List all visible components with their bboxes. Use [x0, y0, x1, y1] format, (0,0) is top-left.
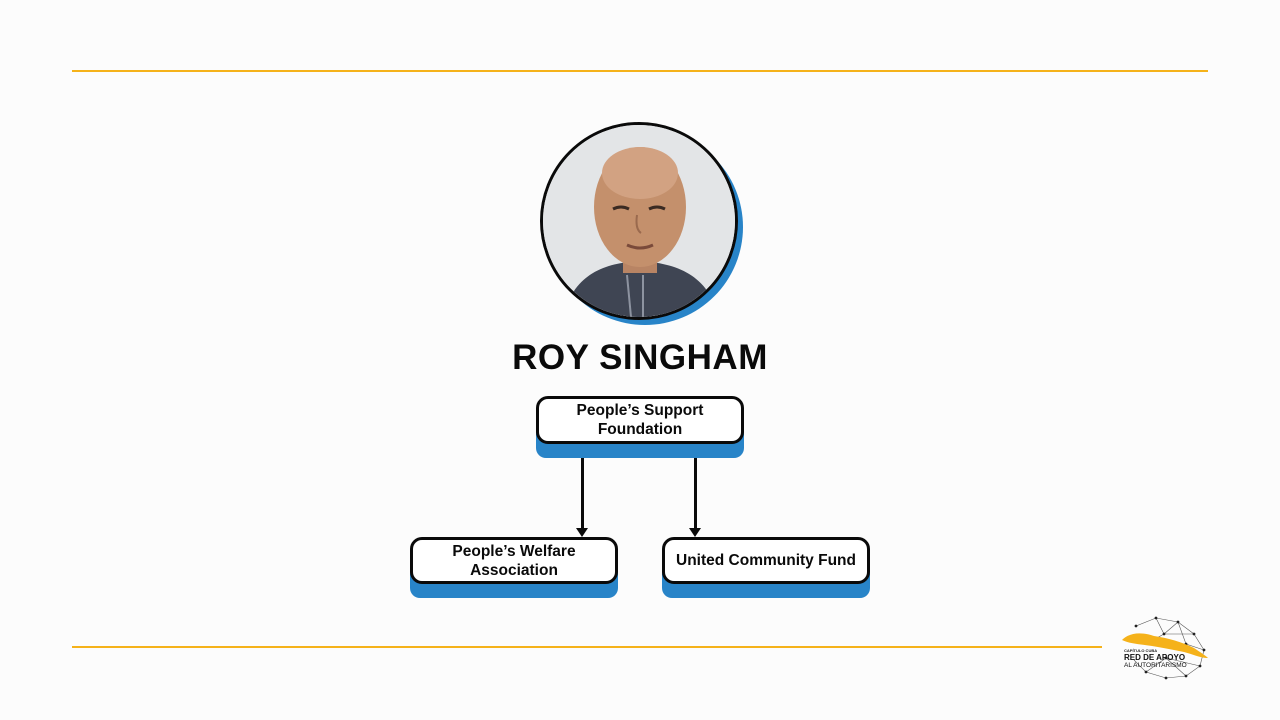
node-label: United Community Fund	[662, 537, 870, 584]
svg-text:AL AUTORITARISMO: AL AUTORITARISMO	[1124, 662, 1187, 669]
node-peoples-welfare-association: People’s Welfare Association	[410, 537, 618, 598]
bottom-divider	[72, 646, 1102, 648]
arrow-to-peoples-welfare-association	[576, 458, 588, 537]
top-divider	[72, 70, 1208, 72]
network-map-logo-icon: CAPÍTULO CUBA RED DE APOYO AL AUTORITARI…	[1122, 616, 1208, 680]
node-label: People’s Support Foundation	[536, 396, 744, 444]
arrow-to-united-community-fund	[689, 458, 701, 537]
portrait	[540, 122, 743, 325]
portrait-photo	[540, 122, 738, 320]
logo-red-de-apoyo: CAPÍTULO CUBA RED DE APOYO AL AUTORITARI…	[1116, 614, 1212, 680]
node-label: People’s Welfare Association	[410, 537, 618, 584]
node-united-community-fund: United Community Fund	[662, 537, 870, 598]
svg-text:RED DE APOYO: RED DE APOYO	[1124, 653, 1185, 662]
svg-text:CAPÍTULO CUBA: CAPÍTULO CUBA	[1124, 648, 1157, 653]
person-photo-icon	[543, 125, 735, 317]
person-name: ROY SINGHAM	[512, 338, 768, 377]
node-peoples-support-foundation: People’s Support Foundation	[536, 396, 744, 458]
